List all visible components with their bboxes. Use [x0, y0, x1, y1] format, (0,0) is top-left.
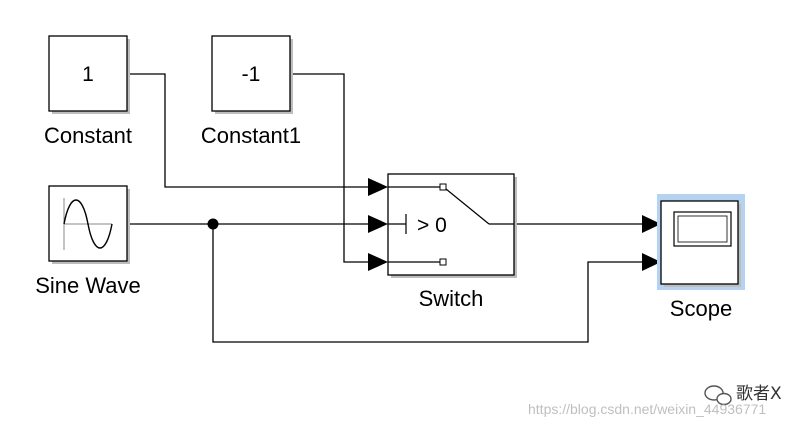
switch-icon	[388, 183, 514, 266]
arrow-scope-in1	[642, 215, 661, 233]
wire-constant-to-switch-in1[interactable]	[127, 73, 370, 188]
arrow-switch-in2	[368, 215, 388, 233]
scope-block[interactable]: Scope	[657, 194, 745, 321]
constant-label: Constant	[44, 123, 132, 148]
watermark-url: https://blog.csdn.net/weixin_44936771	[528, 401, 766, 417]
branch-point	[207, 218, 219, 230]
arrow-switch-in3	[368, 253, 388, 271]
watermark-name: 歌者X	[736, 384, 782, 404]
constant1-block[interactable]: -1 Constant1	[201, 35, 301, 148]
wire-sine-branch-to-scope-in2[interactable]	[212, 224, 644, 343]
scope-screen-icon	[673, 211, 732, 247]
wechat-icon	[704, 385, 732, 406]
constant1-label: Constant1	[201, 123, 301, 148]
arrowheads	[368, 178, 661, 271]
scope-label: Scope	[670, 296, 732, 321]
constant-value: 1	[82, 63, 94, 86]
switch-threshold: > 0	[417, 214, 447, 237]
constant1-value: -1	[242, 63, 261, 86]
constant-block[interactable]: 1 Constant	[44, 35, 132, 148]
switch-block[interactable]: > 0 Switch	[387, 173, 517, 311]
sine-wave-block[interactable]: Sine Wave	[35, 185, 141, 298]
watermark: 歌者X https://blog.csdn.net/weixin_4493677…	[528, 384, 782, 417]
sine-wave-icon	[63, 198, 113, 250]
sine-wave-label: Sine Wave	[35, 273, 141, 298]
switch-label: Switch	[419, 286, 484, 311]
wire-constant1-to-switch-in3[interactable]	[290, 73, 370, 263]
arrow-scope-in2	[642, 253, 661, 271]
arrow-switch-in1	[368, 178, 388, 196]
signal-wires	[127, 73, 644, 343]
